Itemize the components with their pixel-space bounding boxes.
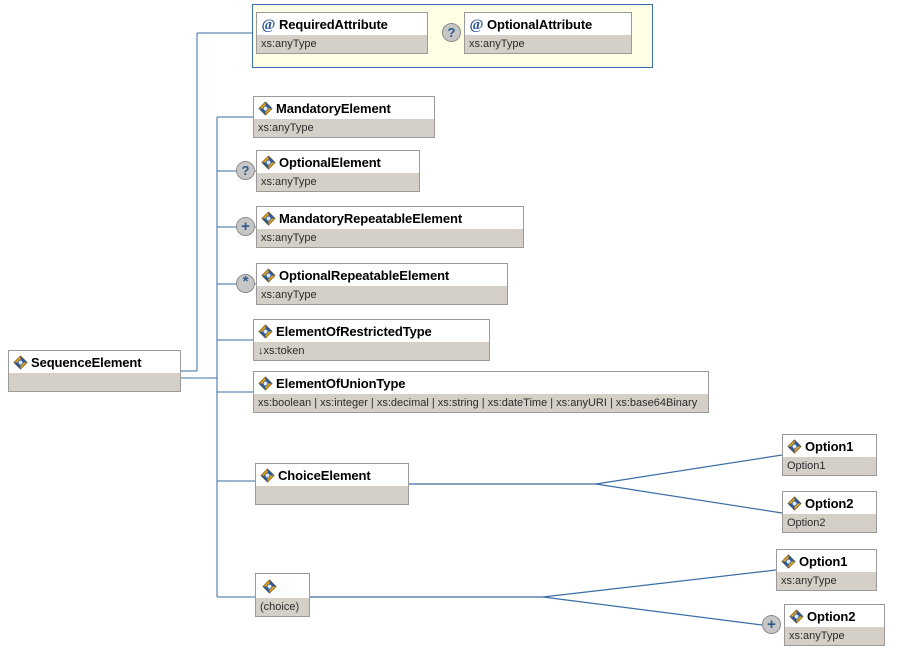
node-mandatory-element[interactable]: MandatoryElement xs:anyType — [253, 96, 435, 138]
node-title-row: MandatoryRepeatableElement — [257, 207, 523, 229]
node-optional-element[interactable]: OptionalElement xs:anyType — [256, 150, 420, 192]
node-optional-attribute[interactable]: @ OptionalAttribute xs:anyType — [464, 12, 632, 54]
node-required-attribute[interactable]: @ RequiredAttribute xs:anyType — [256, 12, 428, 54]
node-type-row: xs:anyType — [257, 35, 427, 53]
node-type-text: xs:anyType — [261, 37, 317, 50]
element-diamond-icon — [260, 467, 275, 483]
cardinality-marker-optional-attribute: ? — [442, 23, 461, 42]
element-diamond-icon — [787, 438, 802, 454]
node-label: OptionalElement — [279, 154, 381, 170]
node-type-row: Option2 — [783, 514, 876, 532]
node-type-text: Option1 — [787, 459, 826, 472]
svg-text:@: @ — [262, 17, 276, 32]
node-type-row: xs:anyType — [254, 119, 434, 137]
node-title-row: SequenceElement — [9, 351, 180, 373]
element-diamond-icon — [262, 578, 277, 594]
node-label: ChoiceElement — [278, 467, 371, 483]
node-type-row — [9, 373, 180, 391]
node-choice-option2[interactable]: Option2 Option2 — [782, 491, 877, 533]
element-diamond-icon — [781, 553, 796, 569]
node-type-text: xs:anyType — [781, 574, 837, 587]
node-type-row: Option1 — [783, 457, 876, 475]
node-title-row: OptionalElement — [257, 151, 419, 173]
node-title-row: Option2 — [785, 605, 884, 627]
node-optional-repeatable-element[interactable]: OptionalRepeatableElement xs:anyType — [256, 263, 508, 305]
element-diamond-icon — [13, 354, 28, 370]
attribute-at-icon: @ — [261, 17, 276, 32]
node-choice-element[interactable]: ChoiceElement — [255, 463, 409, 505]
cardinality-marker-optional-repeatable-element: * — [236, 274, 255, 293]
node-title-row: ElementOfUnionType — [254, 372, 708, 394]
node-type-row: xs:anyType — [257, 229, 523, 247]
node-title-row: ElementOfRestrictedType — [254, 320, 489, 342]
node-type-row: (choice) — [256, 598, 309, 616]
node-label: RequiredAttribute — [279, 16, 388, 32]
node-type-text: xs:anyType — [261, 288, 317, 301]
element-diamond-icon — [261, 267, 276, 283]
node-title-row: Option2 — [783, 492, 876, 514]
node-type-text: Option2 — [787, 516, 826, 529]
node-group-option1[interactable]: Option1 xs:anyType — [776, 549, 877, 591]
node-label: Option2 — [807, 608, 856, 624]
node-group-option2[interactable]: Option2 xs:anyType — [784, 604, 885, 646]
node-type-row: xs:anyType — [777, 572, 876, 590]
node-type-row: xs:anyType — [257, 173, 419, 191]
attribute-at-icon: @ — [469, 17, 484, 32]
node-type-text: xs:anyType — [261, 231, 317, 244]
node-choice-option1[interactable]: Option1 Option1 — [782, 434, 877, 476]
node-type-row — [256, 486, 408, 504]
node-title-row: Option1 — [783, 435, 876, 457]
element-diamond-icon — [261, 210, 276, 226]
node-label: MandatoryElement — [276, 100, 391, 116]
node-label: OptionalAttribute — [487, 16, 593, 32]
node-label: MandatoryRepeatableElement — [279, 210, 463, 226]
node-title-row: MandatoryElement — [254, 97, 434, 119]
node-title-row — [256, 574, 309, 598]
node-type-row: xs:anyType — [257, 286, 507, 304]
node-title-row: Option1 — [777, 550, 876, 572]
node-choice-group[interactable]: (choice) — [255, 573, 310, 617]
node-label: Option1 — [799, 553, 848, 569]
node-element-of-restricted-type[interactable]: ElementOfRestrictedType ↓xs:token — [253, 319, 490, 361]
node-type-text: xs:anyType — [258, 121, 314, 134]
node-type-text: (choice) — [260, 600, 300, 613]
element-diamond-icon — [258, 375, 273, 391]
node-type-row: xs:anyType — [465, 35, 631, 53]
cardinality-marker-optional-element: ? — [236, 161, 255, 180]
node-label: ElementOfUnionType — [276, 375, 406, 391]
node-label: OptionalRepeatableElement — [279, 267, 450, 283]
node-type-row: xs:anyType — [785, 627, 884, 645]
element-diamond-icon — [258, 323, 273, 339]
element-diamond-icon — [789, 608, 804, 624]
node-title-row: @ OptionalAttribute — [465, 13, 631, 35]
node-label: Option1 — [805, 438, 854, 454]
node-title-row: OptionalRepeatableElement — [257, 264, 507, 286]
node-label: Option2 — [805, 495, 854, 511]
node-type-text: xs:anyType — [261, 175, 317, 188]
node-sequence-element-root[interactable]: SequenceElement — [8, 350, 181, 392]
node-label: ElementOfRestrictedType — [276, 323, 432, 339]
svg-text:@: @ — [470, 17, 484, 32]
node-title-row: @ RequiredAttribute — [257, 13, 427, 35]
element-diamond-icon — [261, 154, 276, 170]
node-type-text: ↓xs:token — [258, 344, 305, 357]
node-mandatory-repeatable-element[interactable]: MandatoryRepeatableElement xs:anyType — [256, 206, 524, 248]
node-label: SequenceElement — [31, 354, 142, 370]
node-type-text: xs:boolean | xs:integer | xs:decimal | x… — [258, 396, 698, 409]
node-type-text: xs:anyType — [789, 629, 845, 642]
node-element-of-union-type[interactable]: ElementOfUnionType xs:boolean | xs:integ… — [253, 371, 709, 413]
node-type-row: xs:boolean | xs:integer | xs:decimal | x… — [254, 394, 708, 412]
cardinality-marker-mandatory-repeatable-element: + — [236, 217, 255, 236]
cardinality-marker-group-option2: + — [762, 615, 781, 634]
node-type-text: xs:anyType — [469, 37, 525, 50]
element-diamond-icon — [258, 100, 273, 116]
element-diamond-icon — [787, 495, 802, 511]
node-type-row: ↓xs:token — [254, 342, 489, 360]
node-title-row: ChoiceElement — [256, 464, 408, 486]
